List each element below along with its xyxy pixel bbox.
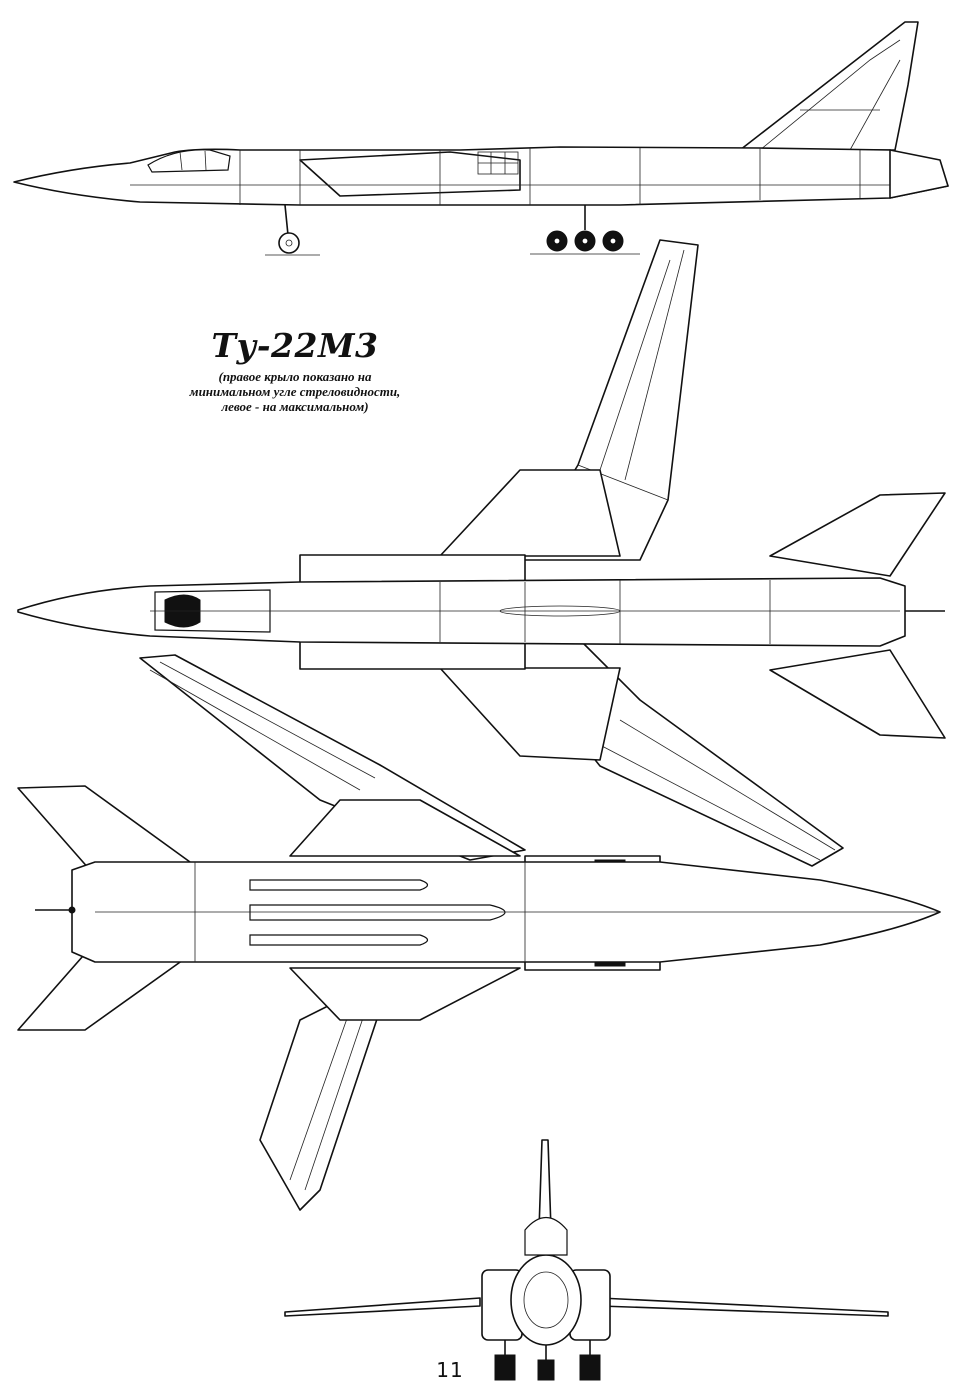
side-view: [13, 21, 949, 256]
top-view: [17, 239, 946, 867]
bottom-view: [17, 654, 941, 1211]
caption-line-3: левое - на максимальном): [221, 399, 369, 414]
aircraft-title: Ту-22М3: [211, 326, 379, 365]
page-number: 11: [436, 1358, 464, 1382]
drawing-caption: Ту-22М3 (правое крыло показано на минима…: [150, 326, 440, 414]
caption-line-1: (правое крыло показано на: [218, 369, 372, 384]
front-view: [284, 1139, 889, 1381]
caption-line-2: минимальном угле стреловидности,: [189, 384, 401, 399]
